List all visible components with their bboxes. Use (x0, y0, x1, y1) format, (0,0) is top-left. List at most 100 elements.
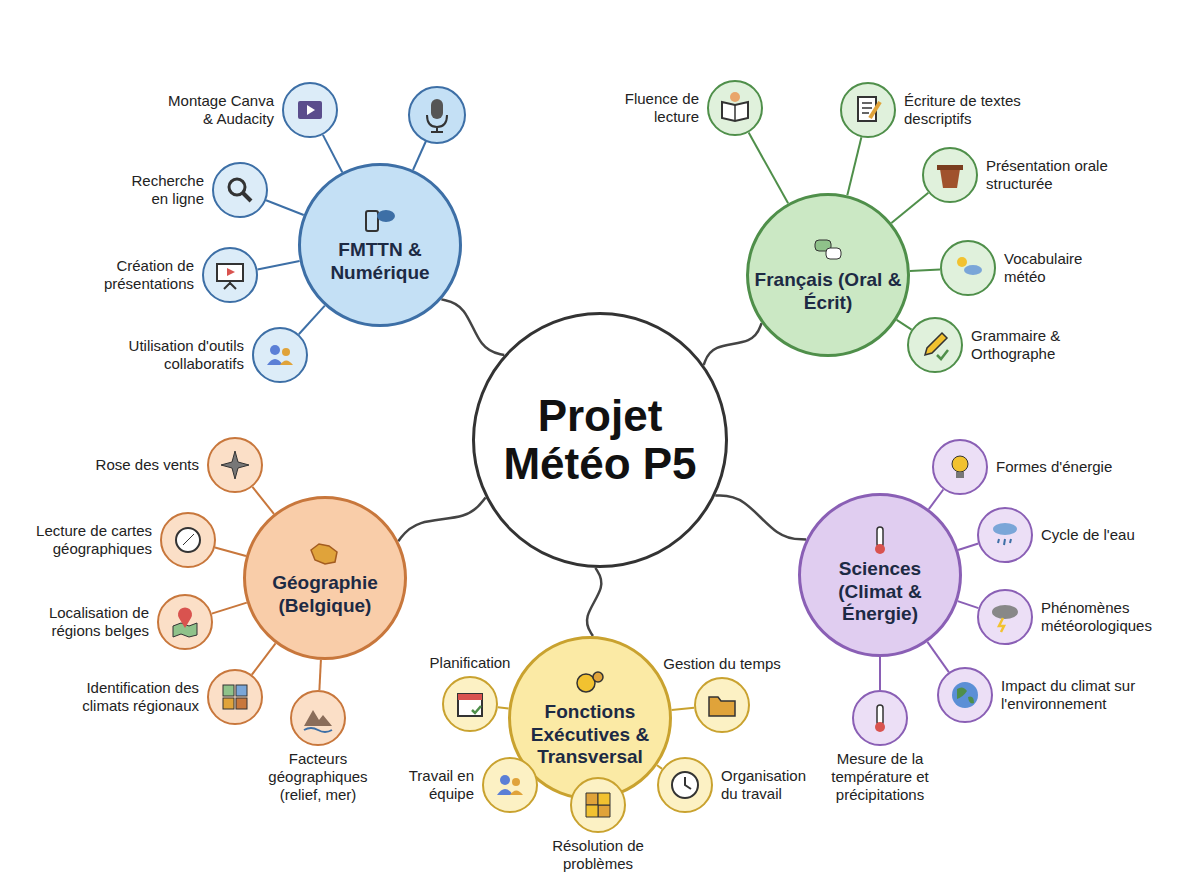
icon-part (937, 165, 963, 170)
circle-shape (158, 595, 212, 649)
topic-icon (458, 694, 482, 716)
topic-icon (586, 793, 610, 817)
topic-bubble: Identification des climats régionaux (207, 669, 263, 725)
branch-connector (897, 320, 912, 330)
topic-label: Phénomènes météorologiques (1041, 599, 1181, 635)
circle-outline (977, 507, 1033, 563)
topic-label: Localisation de régions belges (19, 604, 149, 640)
icon-part (500, 775, 510, 785)
circle-shape (443, 677, 497, 731)
topic-icon (992, 605, 1018, 632)
branch-connector (891, 193, 928, 223)
topic-icon (937, 165, 963, 188)
branch-connector (299, 306, 325, 335)
branch-connector (587, 568, 601, 636)
circle-outline (840, 82, 896, 138)
branch-connector (715, 496, 806, 540)
circle-shape (978, 508, 1032, 562)
icon-part (223, 685, 234, 696)
icon-part (875, 544, 885, 554)
icon-part (236, 685, 247, 696)
branch-connector (252, 487, 273, 514)
icon-part (270, 345, 280, 355)
icon-part (964, 265, 982, 275)
icon-part (672, 772, 698, 798)
icon-part (870, 102, 880, 118)
branch-connector (319, 660, 321, 690)
topic-label: Mesure de la température et précipitatio… (805, 750, 955, 804)
topic-label: Lecture de cartes géographiques (12, 522, 152, 558)
circle-shape (291, 691, 345, 745)
icon-part (993, 523, 1017, 535)
topic-label: Création de présentations (94, 257, 194, 293)
branch-connector (910, 269, 940, 271)
topic-icon (173, 607, 197, 637)
circle-outline (977, 589, 1033, 645)
branch-connector (252, 643, 276, 674)
topic-label: Impact du climat sur l'environnement (1001, 677, 1151, 713)
icon-part (298, 101, 322, 119)
branch-connector (498, 707, 509, 708)
topic-icon (223, 685, 247, 709)
topic-bubble: Grammaire & Orthographe (907, 317, 963, 373)
branch-connector (672, 708, 695, 710)
circle-outline (937, 667, 993, 723)
topic-icon (304, 710, 332, 732)
branch-connector (257, 261, 299, 269)
topic-bubble: Résolution de problèmes (570, 777, 626, 833)
category-circle: Français (Oral & Écrit) (746, 193, 910, 357)
circle-outline (290, 690, 346, 746)
branch-connector (847, 137, 861, 195)
category-title: Fonctions Exécutives & Transversal (515, 701, 665, 769)
icon-part (178, 607, 192, 628)
icon-part (282, 348, 290, 356)
circle-shape (245, 498, 406, 659)
icon-part (229, 179, 245, 195)
topic-bubble: Utilisation d'outils collaboratifs (252, 327, 308, 383)
icon-part (176, 528, 200, 552)
circle-outline (707, 80, 763, 136)
topic-bubble: Planification (442, 676, 498, 732)
circle-shape (978, 590, 1032, 644)
icon-part (709, 697, 735, 716)
circle-shape (695, 678, 749, 732)
topic-icon (221, 451, 249, 479)
icon-part (497, 789, 513, 795)
category-icon (362, 205, 398, 237)
icon-part (685, 777, 691, 789)
icon-part (304, 710, 332, 726)
branch-connector (212, 603, 247, 614)
icon-part (875, 722, 885, 732)
topic-bubble: Montage Canva & Audacity (282, 82, 338, 138)
topic-label: Organisation du travail (721, 767, 821, 803)
icon-part (510, 791, 523, 796)
icon-part (217, 264, 243, 281)
topic-icon (497, 775, 523, 795)
topic-label: Vocabulaire météo (1004, 250, 1104, 286)
topic-icon (952, 682, 978, 708)
topic-label: Résolution de problèmes (543, 837, 653, 873)
category-title: Sciences (Climat & Énergie) (805, 558, 955, 626)
topic-label: Montage Canva & Audacity (154, 92, 274, 128)
icon-part (377, 210, 395, 222)
icon-part (826, 248, 841, 259)
topic-icon (925, 333, 948, 359)
icon-part (957, 257, 967, 267)
circle-shape (253, 328, 307, 382)
topic-bubble: Création de présentations (202, 247, 258, 303)
branch-connector (927, 642, 948, 672)
icon-part (280, 361, 293, 366)
icon-part (223, 698, 234, 709)
circle-shape (483, 758, 537, 812)
icon-group (875, 527, 885, 554)
topic-icon (672, 772, 698, 798)
microphone-icon (431, 99, 443, 119)
branch-connector (879, 657, 881, 690)
topic-label: Rose des vents (69, 456, 199, 474)
topic-icon (267, 345, 293, 365)
topic-bubble: Lecture de cartes géographiques (160, 512, 216, 568)
circle-outline (482, 757, 538, 813)
topic-bubble: Organisation du travail (657, 757, 713, 813)
branch-connector (398, 497, 485, 541)
icon-part (937, 350, 948, 359)
